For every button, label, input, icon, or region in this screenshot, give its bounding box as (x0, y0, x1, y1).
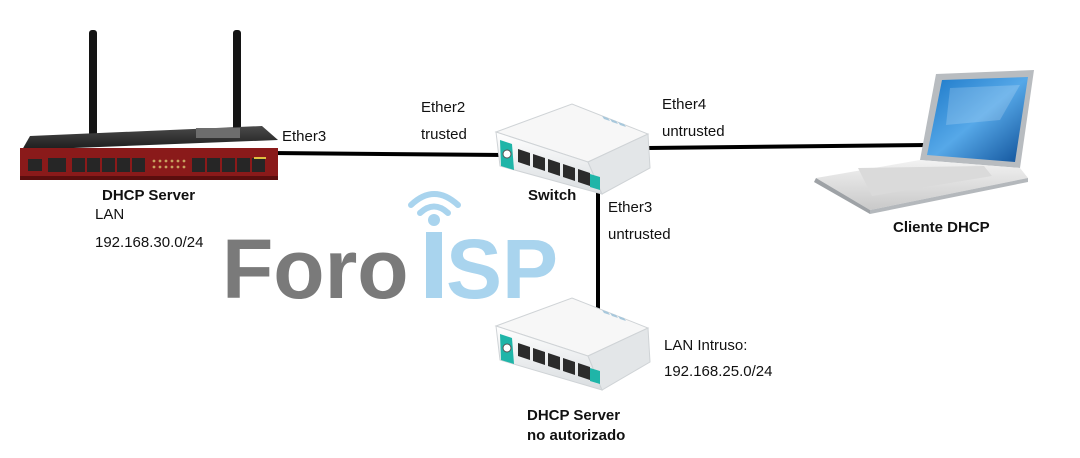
laptop-device (814, 70, 1034, 214)
client-title: Cliente DHCP (893, 219, 990, 236)
switch-port-ether3-label: Ether3 (608, 199, 653, 216)
switch-port-ether4-label: Ether4 (662, 96, 707, 113)
router-net-address: 192.168.30.0/24 (95, 234, 204, 251)
rogue-net-label: LAN Intruso: (664, 337, 748, 354)
switch-port-ether2-label: Ether2 (421, 99, 466, 116)
router-device (20, 30, 278, 180)
cable-router-switch (271, 151, 505, 157)
logo-text-sp: SP (446, 222, 558, 316)
rogue-title-line2: no autorizado (527, 427, 626, 444)
router-port-label: Ether3 (282, 128, 327, 145)
foroisp-logo: Foro SP (222, 191, 558, 316)
rogue-title-line1: DHCP Server (527, 407, 621, 424)
logo-text-foro: Foro (222, 222, 409, 316)
cable-switch-client (647, 143, 929, 150)
router-title: DHCP Server (102, 187, 196, 204)
router-net-label: LAN (95, 206, 125, 223)
antenna-right (233, 30, 241, 136)
switch-title: Switch (528, 187, 577, 204)
laptop-screen (927, 77, 1028, 162)
switch-port-ether2-trust: trusted (421, 126, 467, 143)
switch-port-ether4-trust: untrusted (662, 123, 725, 140)
cables (271, 143, 929, 312)
rogue-net-address: 192.168.25.0/24 (664, 363, 773, 380)
antenna-left (89, 30, 97, 140)
switch-device (494, 103, 651, 195)
switch-port-ether3-trust: untrusted (608, 226, 671, 243)
wifi-signal-icon (408, 191, 461, 216)
rogue-server-device (494, 297, 651, 391)
